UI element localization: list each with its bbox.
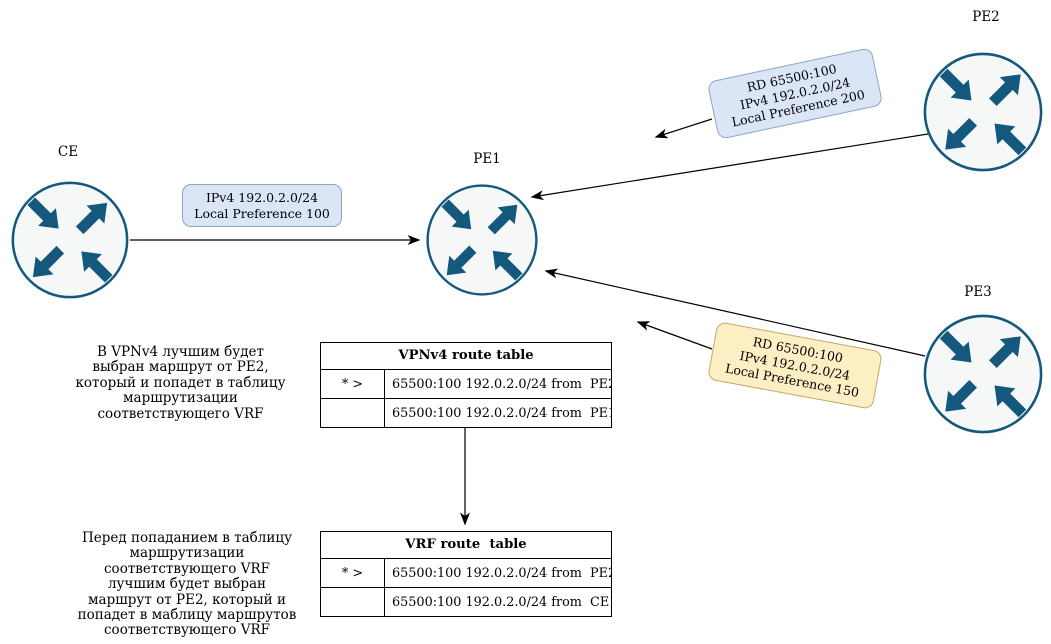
annotation-line: соответствующего VRF <box>104 560 270 577</box>
router-icon <box>11 181 129 299</box>
best-route-marker: * > <box>321 370 385 398</box>
router-icon <box>923 52 1043 172</box>
arrow-pe2-advert <box>654 118 713 139</box>
router-icon <box>426 184 538 296</box>
router-pe2 <box>920 49 1046 175</box>
edge-label-line: Local Preference 100 <box>194 205 330 221</box>
best-route-marker <box>321 588 385 616</box>
annotation-line: соответствующего VRF <box>104 622 270 639</box>
table-row: * > 65500:100 192.0.2.0/24 from PE2 <box>321 369 611 398</box>
edge-pe2-to-pe1 <box>530 133 929 201</box>
vpnv4-table-title: VPNv4 route table <box>398 348 534 363</box>
annotation-line: который и попадет в таблицу <box>75 374 286 391</box>
arrow-pe3-advert <box>636 321 713 350</box>
router-ce <box>8 178 132 302</box>
annotation-line: лучшим будет выбран <box>107 576 267 593</box>
route-entry: 65500:100 192.0.2.0/24 from CE1 <box>392 595 611 610</box>
annotation-line: соответствующего VRF <box>97 405 264 422</box>
vpnv4-route-table: VPNv4 route table * > 65500:100 192.0.2.… <box>320 342 612 428</box>
node-label-pe3: PE3 <box>964 284 992 300</box>
annotation-line: выбран маршрут от PE2, <box>92 359 269 376</box>
annotation-line: попадет в маблицу маршрутов <box>77 607 297 624</box>
annotation-vpnv4-selection: В VPNv4 лучшим будет выбран маршрут от P… <box>58 344 303 422</box>
vrf-route-table: VRF route table * > 65500:100 192.0.2.0/… <box>320 531 612 617</box>
annotation-line: Перед попаданием в таблицу <box>81 530 293 546</box>
annotation-vrf-selection: Перед попаданием в таблицу маршрутизации… <box>57 530 317 639</box>
table-row: 65500:100 192.0.2.0/24 from CE1 <box>321 587 611 616</box>
edge-pe3-to-pe1 <box>544 268 926 357</box>
edge-label-ce-pe1: IPv4 192.0.2.0/24 Local Preference 100 <box>182 184 342 227</box>
router-pe1 <box>423 181 541 299</box>
annotation-line: маршрутизации <box>123 390 238 407</box>
edge-label-line: IPv4 192.0.2.0/24 <box>205 190 319 205</box>
table-row: * > 65500:100 192.0.2.0/24 from PE2 <box>321 558 611 587</box>
best-route-marker: * > <box>321 559 385 587</box>
table-row: 65500:100 192.0.2.0/24 from PE1 <box>321 398 611 427</box>
route-entry: 65500:100 192.0.2.0/24 from PE1 <box>392 406 611 421</box>
best-route-marker <box>321 399 385 427</box>
annotation-line: маршрут от PE2, который и <box>88 591 286 608</box>
node-label-pe2: PE2 <box>972 9 1000 25</box>
router-pe3 <box>920 311 1046 437</box>
vrf-table-title: VRF route table <box>405 537 527 552</box>
node-label-ce: CE <box>57 144 79 160</box>
router-icon <box>923 314 1043 434</box>
route-entry: 65500:100 192.0.2.0/24 from PE2 <box>392 566 611 581</box>
annotation-line: В VPNv4 лучшим будет <box>97 344 264 360</box>
route-entry: 65500:100 192.0.2.0/24 from PE2 <box>392 377 611 392</box>
annotation-line: маршрутизации <box>129 545 245 562</box>
node-label-pe1: PE1 <box>473 151 501 167</box>
